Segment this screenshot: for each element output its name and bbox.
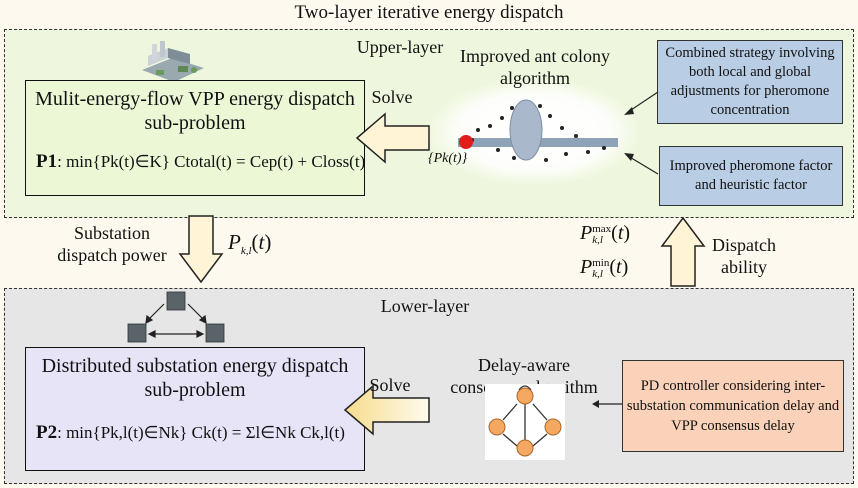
- solve-label-lower: Solve: [369, 375, 411, 395]
- p1-formula-text: : min{Pk(t)∈K} Ctotal(t) = Cep(t) + Clos…: [57, 152, 366, 171]
- up-arrow: [660, 216, 706, 287]
- p2-formula: P2: min{Pk,l(t)∈Nk} Ck(t) = Σl∈Nk Ck,l(t…: [36, 422, 345, 444]
- p2-formula-text: : min{Pk,l(t)∈Nk} Ck(t) = Σl∈Nk Ck,l(t): [57, 423, 345, 442]
- dispatch-ability-label: Dispatch ability: [712, 235, 776, 277]
- pkl-sub: k,l: [240, 245, 252, 257]
- p1-formula: P1: min{Pk(t)∈K} Ctotal(t) = Cep(t) + Cl…: [36, 151, 365, 173]
- consensus-graph-icon: [485, 384, 565, 460]
- page-title: Two-layer iterative energy dispatch: [294, 2, 564, 23]
- p1-title: Mulit-energy-flow VPP energy dispatch su…: [35, 88, 355, 134]
- solve-label-upper: Solve: [371, 87, 413, 107]
- solve-arrow-upper: [355, 112, 430, 164]
- factory-icon: [142, 41, 204, 82]
- pheromone-strategy-box: Combined strategy involving both local a…: [657, 40, 843, 124]
- pd-connector: [592, 400, 622, 408]
- lower-layer-label: Lower-layer: [380, 296, 470, 316]
- pheromone-factor-box: Improved pheromone factor and heuristic …: [659, 146, 843, 206]
- transformer-icon: [127, 291, 225, 343]
- ant-colony-icon: [428, 78, 640, 186]
- pkl-label: Pk,l(t): [228, 230, 272, 257]
- substation-dispatch-label: Substation dispatch power: [57, 223, 167, 265]
- pk-set-label: {Pk(t)}: [428, 151, 468, 166]
- ant-algorithm-label: Improved ant colony algorithm: [460, 46, 610, 88]
- pd-controller-box: PD controller considering inter-substati…: [622, 360, 844, 452]
- p1-label: P1: [36, 151, 58, 172]
- p2-label: P2: [36, 422, 58, 443]
- upper-layer-label: Upper-layer: [356, 37, 444, 57]
- p2-subproblem-box: Distributed substation energy dispatch s…: [25, 347, 365, 471]
- p1-subproblem-box: Mulit-energy-flow VPP energy dispatch su…: [25, 80, 365, 196]
- p2-title: Distributed substation energy dispatch s…: [41, 355, 349, 401]
- upper-connectors: [624, 91, 659, 175]
- solve-arrow-lower: [343, 384, 430, 436]
- down-arrow: [178, 215, 224, 284]
